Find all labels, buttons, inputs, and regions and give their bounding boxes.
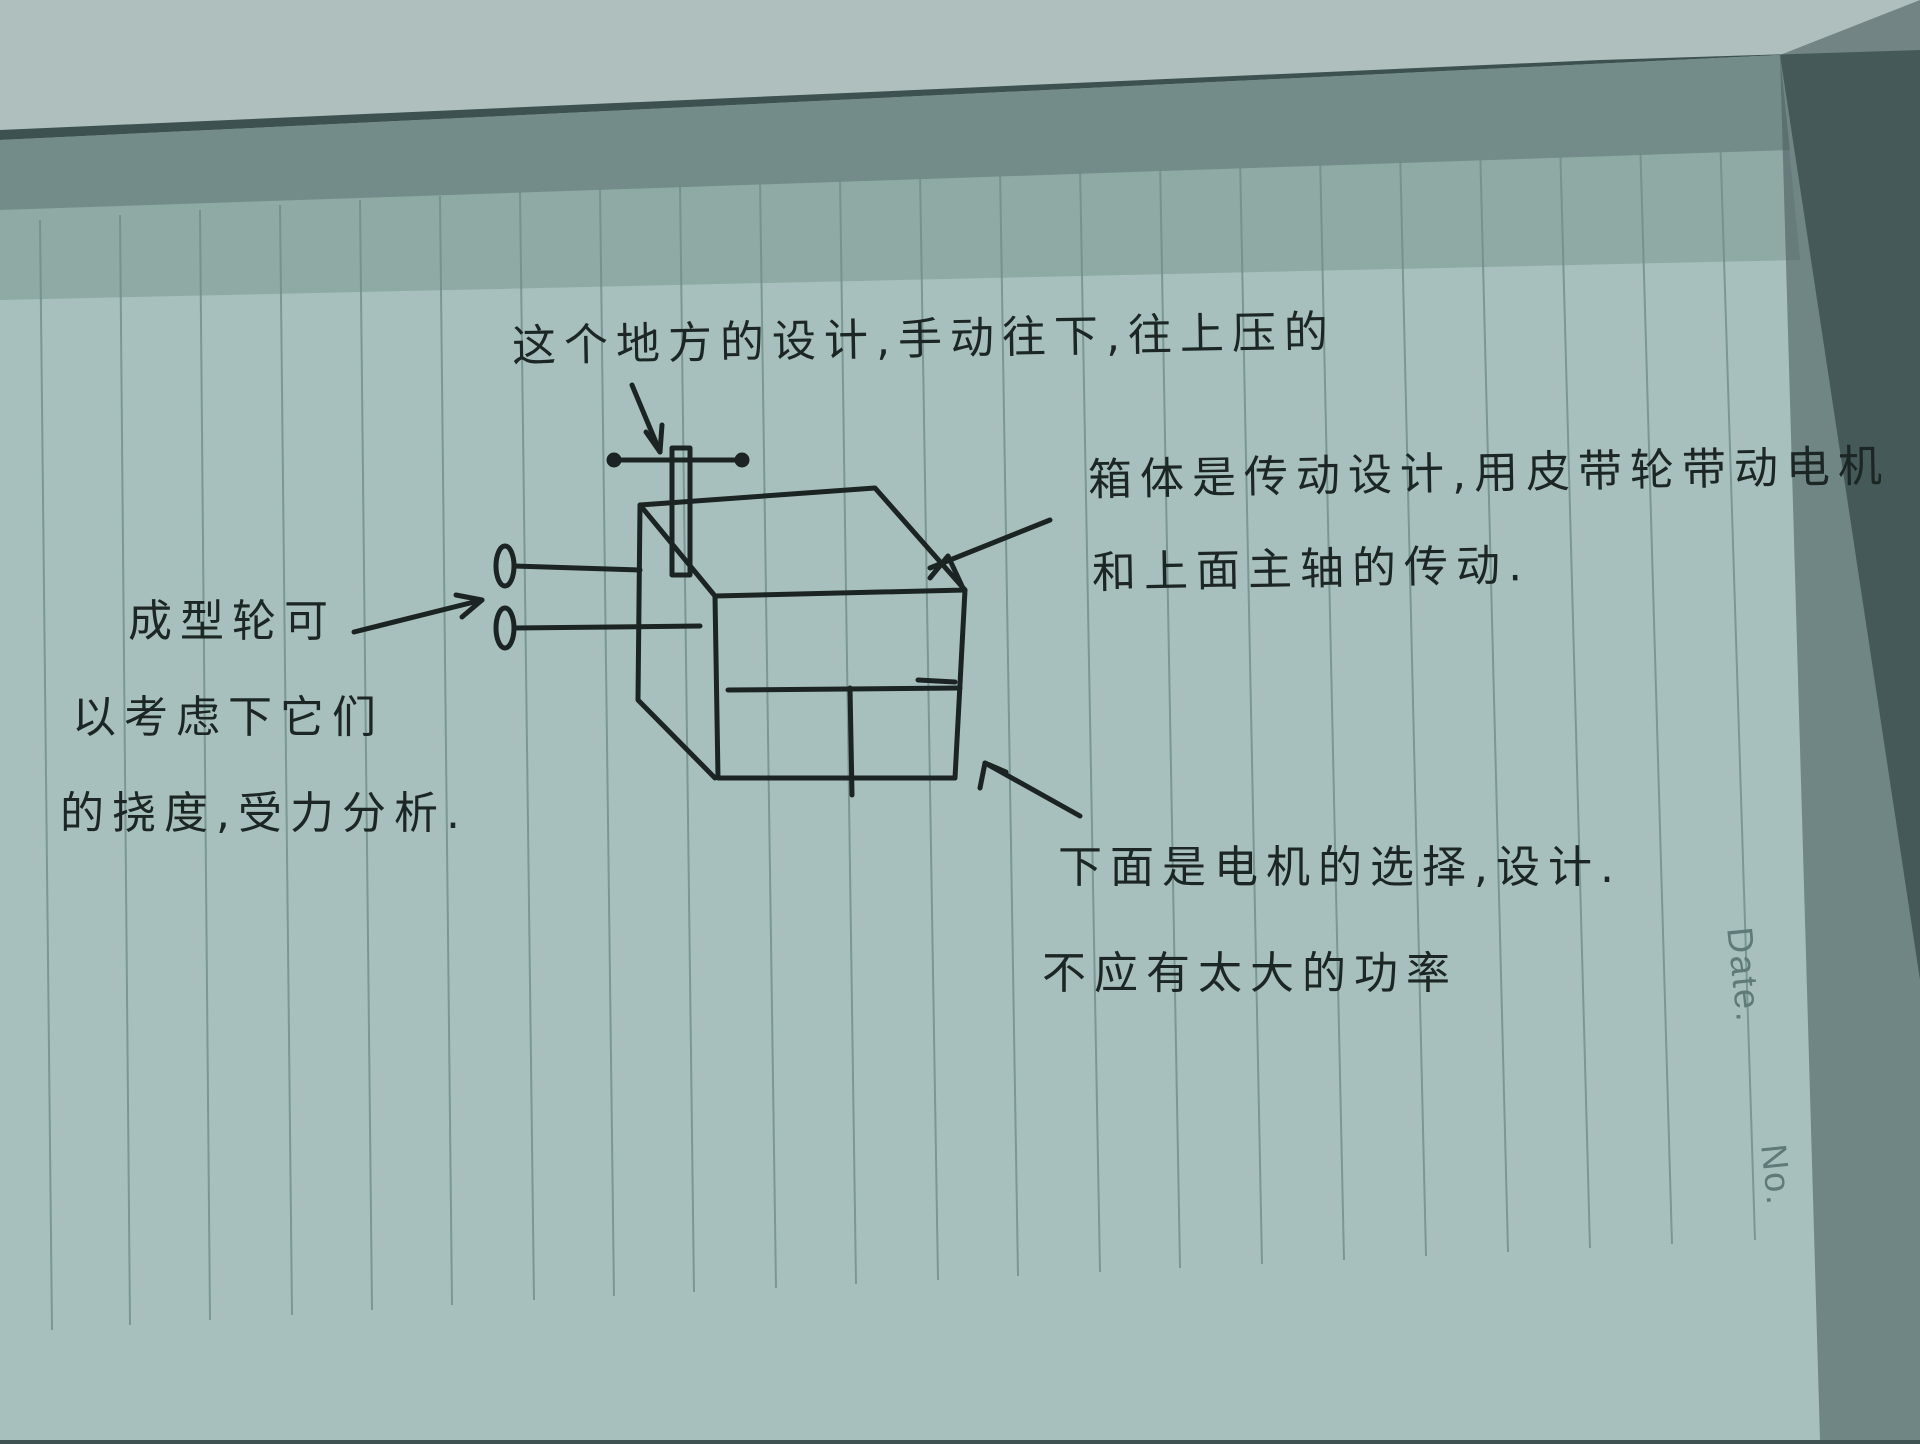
- arrow-to-gearbox: [927, 517, 1053, 571]
- arrow-to-wheels: [351, 597, 485, 635]
- forming-wheel-note-line2: 以考虑下它们: [72, 692, 384, 743]
- motor-note-line1: 下面是电机的选择,设计.: [1058, 842, 1622, 893]
- forming-wheel-note-line3: 的挠度,受力分析.: [60, 788, 468, 839]
- printed-no-label: No.: [1753, 1142, 1801, 1208]
- press-shaft: [669, 445, 693, 578]
- ruled-lines: [39, 131, 1756, 1331]
- gearbox-front-face: [712, 587, 968, 781]
- motor-note-line2: 不应有太大的功率: [1042, 948, 1458, 999]
- arrow-to-handle: [629, 382, 663, 455]
- motor-divider: [725, 685, 963, 693]
- notebook-page: [0, 55, 1920, 1440]
- machine-sketch: [351, 382, 1083, 819]
- gearbox-note-line2: 和上面主轴的传动.: [1091, 540, 1531, 599]
- previous-page-edge: [0, 0, 1920, 130]
- forming-wheel-note-title: 成型轮可: [128, 596, 336, 647]
